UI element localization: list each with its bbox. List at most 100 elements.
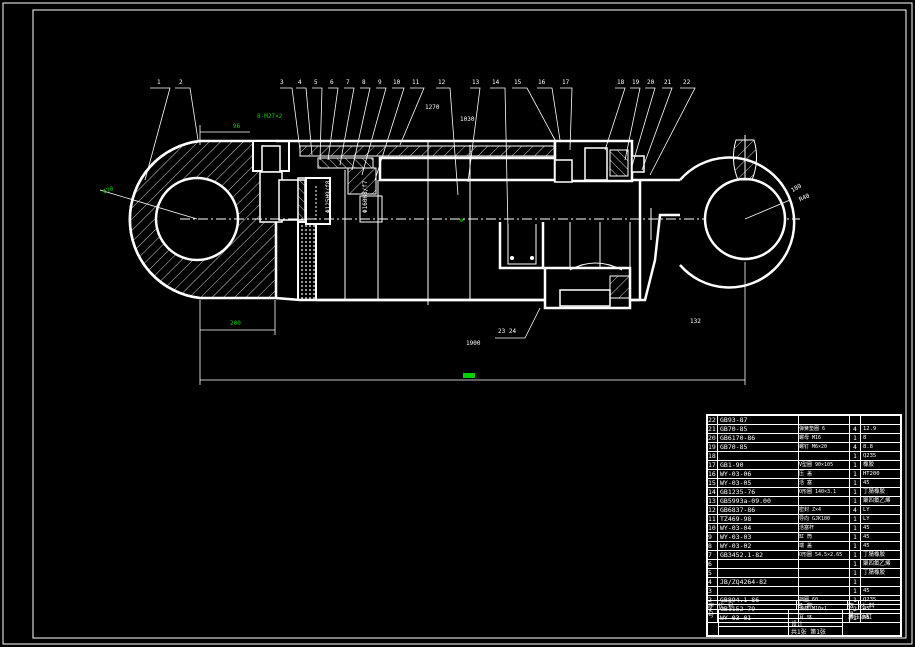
bom-cell-no: 11	[708, 515, 718, 523]
seal-stack	[317, 157, 383, 300]
dimension-lines	[99, 125, 746, 385]
bom-cell-no: 14	[708, 488, 718, 496]
callout-16: 16	[538, 79, 546, 86]
callout-8: 8	[362, 79, 366, 86]
bom-cell-mat: LY	[863, 516, 870, 522]
bom-cell-code	[718, 452, 799, 460]
bom-cell-name	[799, 452, 850, 460]
bom-cell-mat: 45	[863, 588, 870, 594]
bom-cell-name: 压 盖	[799, 470, 850, 478]
bom-header-name: 名 称	[797, 601, 848, 610]
bom-cell-name: O形圈 54.5×2.65	[799, 551, 850, 559]
bom-cell-mat: 聚四氟乙烯	[863, 498, 891, 504]
piston	[498, 222, 631, 270]
bom-cell-qty: 1	[850, 524, 861, 532]
bom-cell-code: TZ469-98	[718, 515, 799, 523]
bom-cell-no: 5	[708, 569, 718, 577]
bom-cell-no: 3	[708, 587, 718, 595]
bom-cell-code: WY-03-05	[718, 479, 799, 487]
bom-cell-no: 6	[708, 560, 718, 568]
bom-cell-no: 19	[708, 443, 718, 451]
callout-13: 13	[472, 79, 480, 86]
callout-18: 18	[617, 79, 625, 86]
bom-cell-name: 螺钉 M6×20	[799, 443, 850, 451]
bom-cell-code: GB3452.1-82	[718, 551, 799, 559]
dim-1030: 1030	[460, 116, 475, 123]
bom-cell-no: 21	[708, 425, 718, 433]
bom-cell-name: 端 盖	[799, 542, 850, 550]
bom-cell-name	[799, 560, 850, 568]
bom-cell-mat: 8.8	[863, 444, 873, 450]
bom-cell-no: 12	[708, 506, 718, 514]
bom-cell-no: 22	[708, 416, 718, 424]
bom-cell-name: O形圈 140×3.1	[799, 488, 850, 496]
bom-cell-name	[799, 497, 850, 505]
callout-21: 21	[664, 79, 672, 86]
bom-cell-mat	[861, 416, 900, 424]
bom-cell-mat: 45	[863, 543, 870, 549]
dim-200: 200	[230, 320, 241, 327]
bom-cell-qty: 1	[850, 461, 861, 469]
bom-cell-code: WY-03-04	[718, 524, 799, 532]
callout-9: 9	[378, 79, 382, 86]
bom-cell-mat: 橡胶	[863, 462, 875, 468]
callout-14: 14	[492, 79, 500, 86]
bom-cell-code	[718, 569, 799, 577]
bom-cell-code: GB6837-86	[718, 506, 799, 514]
bom-cell-qty: 1	[850, 515, 861, 523]
bom-cell-qty: 4	[850, 506, 861, 514]
callout-20: 20	[647, 79, 655, 86]
callout-3: 3	[280, 79, 284, 86]
callout-17: 17	[562, 79, 570, 86]
bom-cell-no: 17	[708, 461, 718, 469]
bom-cell-qty: 1	[850, 569, 861, 577]
bom-header-qty: 数量	[848, 601, 859, 619]
bom-cell-code: GB6170-86	[718, 434, 799, 442]
callout-23-24: 23 24	[498, 328, 517, 335]
bom-cell-qty: 1	[850, 488, 861, 496]
bom-cell-no: 4	[708, 578, 718, 586]
bom-cell-qty: 1	[850, 497, 861, 505]
lower-oil-port	[543, 262, 632, 310]
bom-header-code: 代 号	[718, 601, 797, 610]
callout-12: 12	[438, 79, 446, 86]
bom-cell-qty: 1	[850, 479, 861, 487]
bom-cell-code: GB5993a-09.00	[718, 497, 799, 505]
bom-cell-qty: 1	[850, 542, 861, 550]
bom-cell-mat: Q235	[863, 453, 877, 459]
bom-cell-no	[708, 614, 718, 622]
callout-5: 5	[314, 79, 318, 86]
bom-cell-name	[799, 578, 850, 586]
dim-1270: 1270	[425, 104, 440, 111]
bom-cell-code: WY-03-06	[718, 470, 799, 478]
bom-cell-code: GB1-90	[718, 461, 799, 469]
title-block: 设计 共1张 第1张 液压油缸	[708, 609, 900, 636]
bom-header-mat: 材 料	[859, 603, 875, 610]
callout-11: 11	[412, 79, 420, 86]
bom-cell-no: 10	[708, 524, 718, 532]
dim-rod-fit: Φ160H8/f7	[362, 180, 369, 213]
bom-cell-qty: 1	[850, 551, 861, 559]
title-design: 设计	[791, 621, 804, 628]
bom-cell-qty: 1	[850, 470, 861, 478]
bom-cell-mat	[861, 578, 900, 586]
bom-cell-mat: 45	[863, 480, 870, 486]
bom-header: 序号 代 号 名 称 数量 材 料	[708, 600, 900, 619]
callout-leaders	[144, 87, 696, 339]
bom-cell-no: 15	[708, 479, 718, 487]
